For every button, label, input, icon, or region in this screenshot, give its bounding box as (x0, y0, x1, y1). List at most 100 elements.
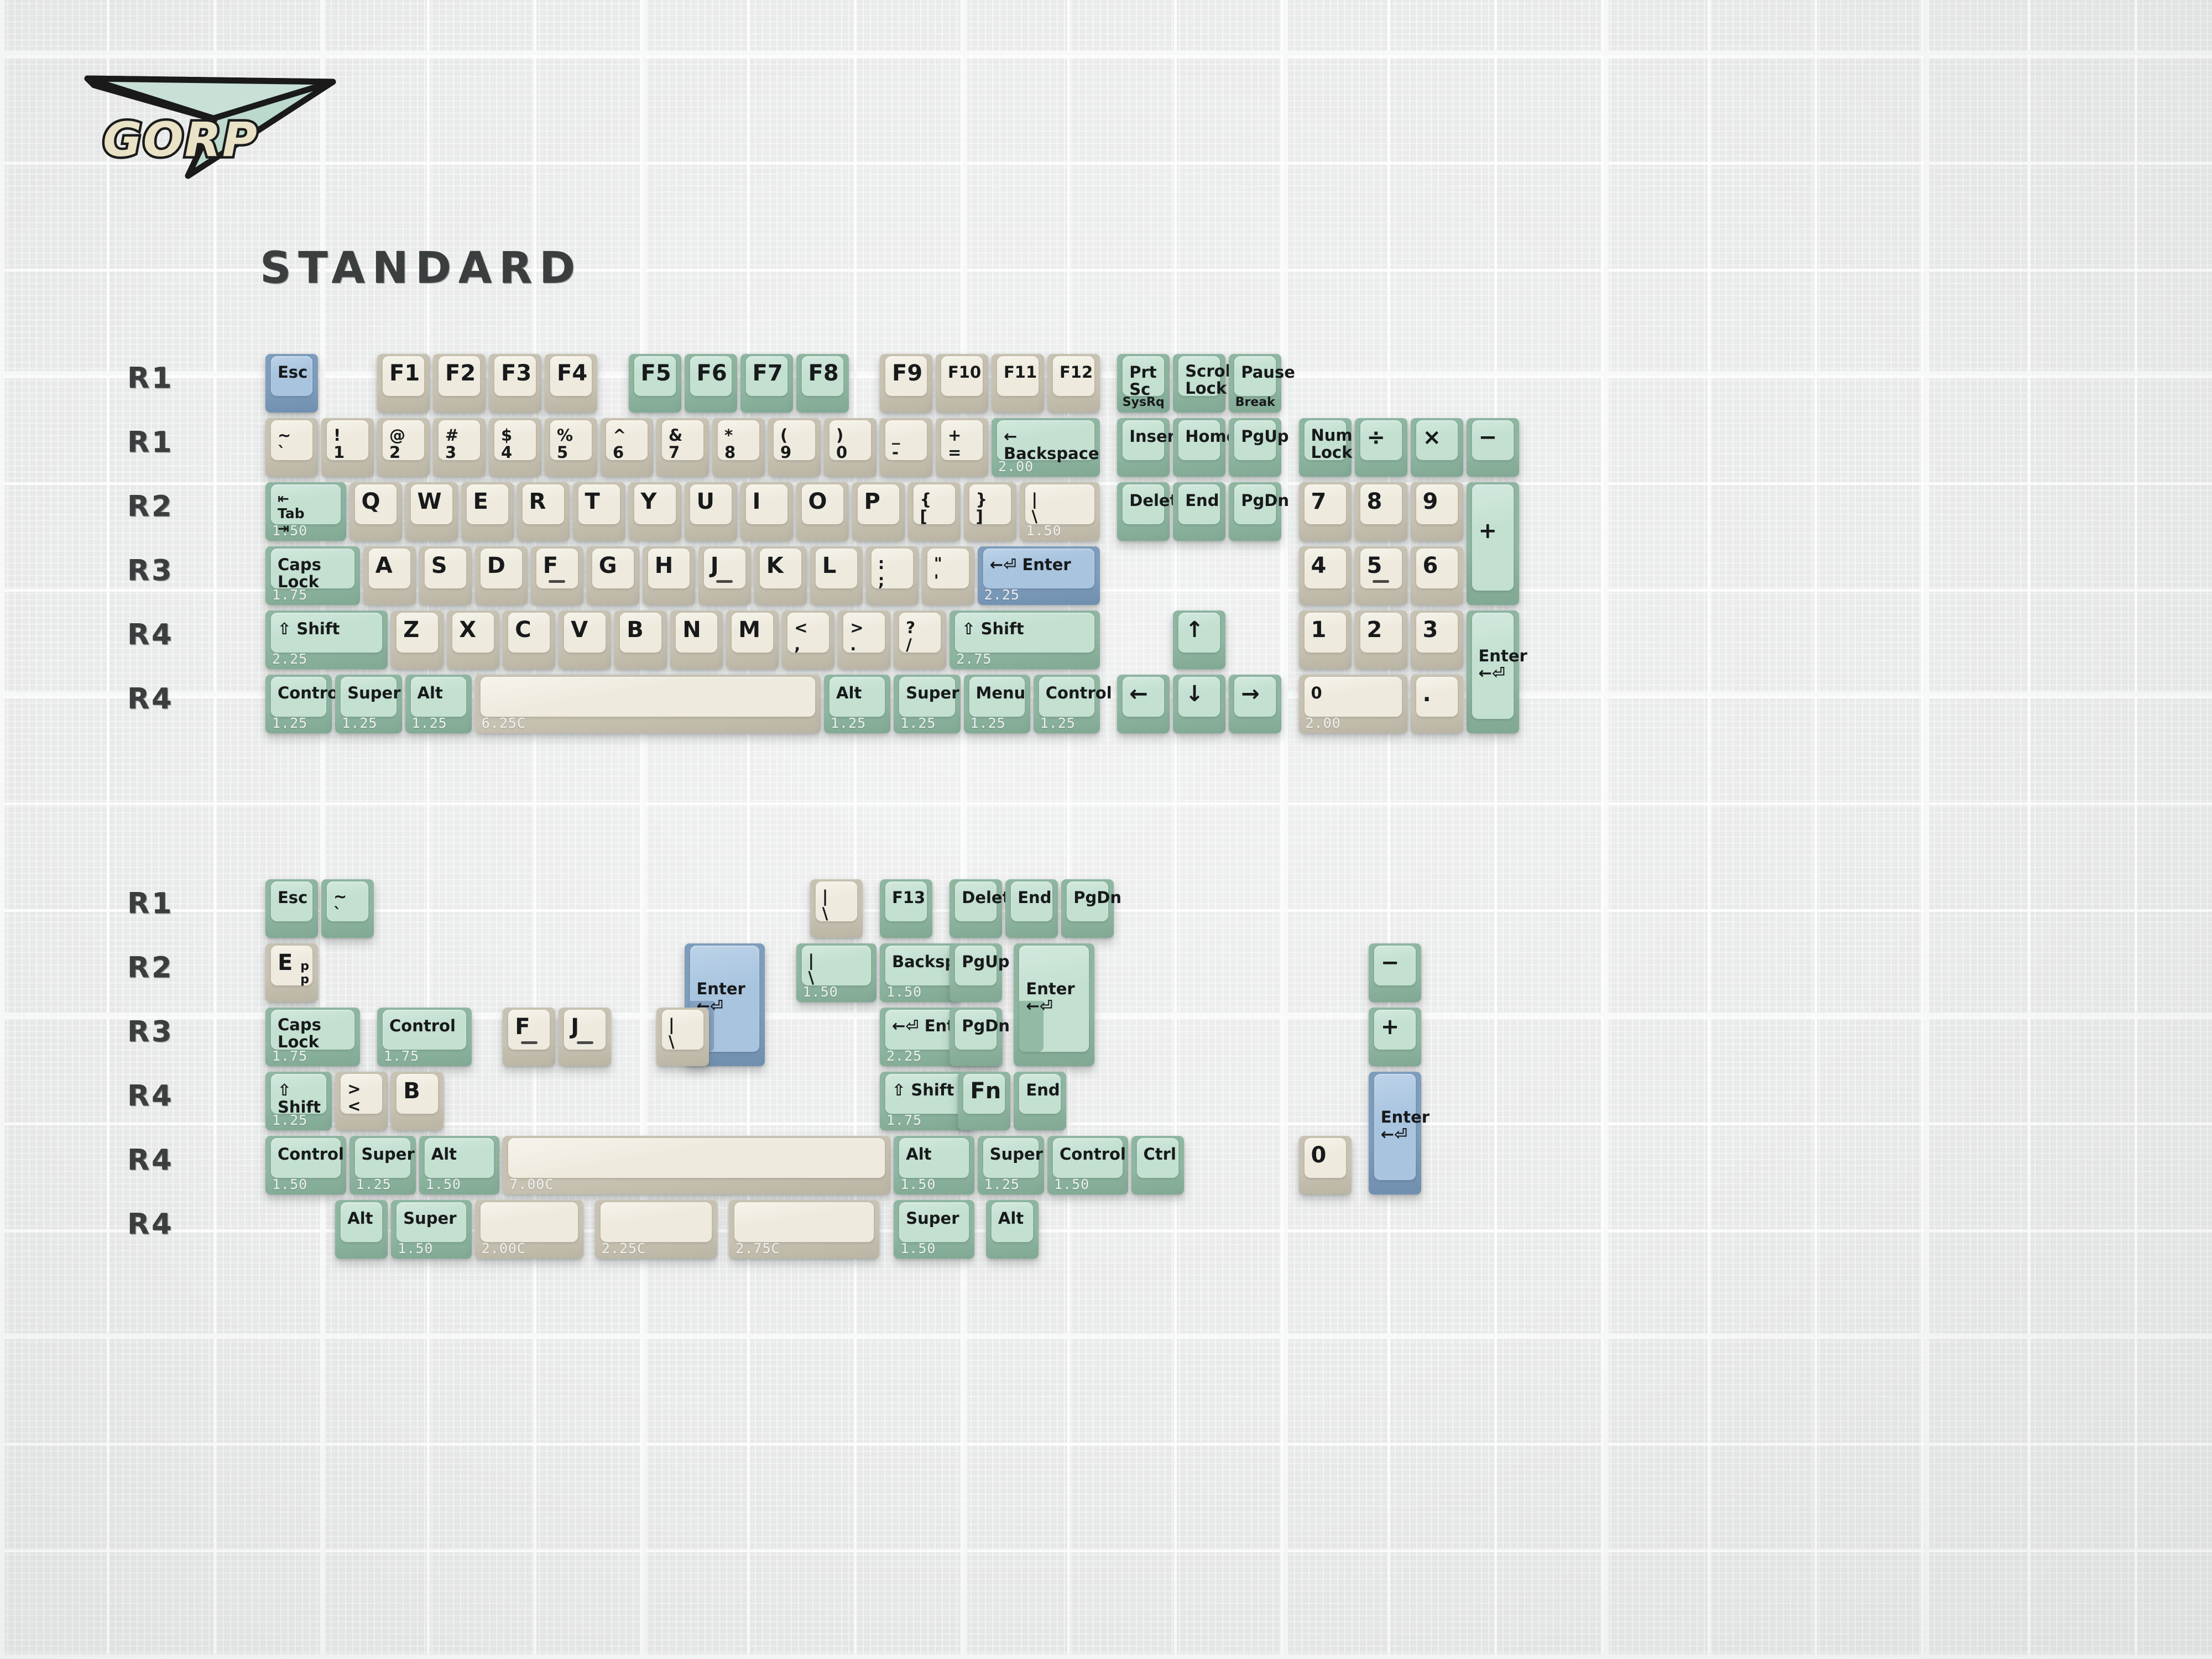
keycap[interactable]: P (852, 482, 905, 541)
keycap[interactable]: | \ (810, 879, 863, 938)
keycap[interactable]: # 3 (433, 418, 486, 477)
keycap[interactable]: Y (628, 482, 681, 541)
keycap[interactable]: × (1410, 418, 1463, 477)
keycap[interactable]: A (363, 546, 416, 605)
keycap[interactable]: I (740, 482, 793, 541)
keycap[interactable]: F1 (377, 354, 430, 413)
keycap[interactable]: − (1368, 943, 1421, 1002)
keycap[interactable]: F11 (992, 354, 1044, 413)
keycap[interactable]: ( 9 (768, 418, 821, 477)
keycap[interactable]: D (474, 546, 528, 605)
keycap[interactable]: PgDn (1229, 482, 1289, 541)
keycap[interactable]: Esc (265, 354, 318, 413)
keycap[interactable]: 4 (1298, 546, 1352, 605)
keycap[interactable]: + (1368, 1008, 1421, 1066)
keycap[interactable]: ^ 6 (601, 418, 653, 477)
keycap[interactable]: ~ ` (321, 879, 374, 938)
keycap[interactable]: & 7 (656, 418, 709, 477)
keycap[interactable]: F (503, 1008, 556, 1066)
keycap[interactable]: > . (838, 611, 891, 669)
keycap[interactable]: F (530, 546, 583, 605)
keycap[interactable]: Alt (985, 1200, 1039, 1259)
keycap[interactable]: G (586, 546, 639, 605)
keycap[interactable]: F2 (433, 354, 486, 413)
keycap[interactable]: 2.00C (474, 1200, 583, 1259)
keycap[interactable]: _ - (880, 418, 932, 477)
keycap[interactable]: ÷ (1354, 418, 1407, 477)
keycap[interactable]: 8 (1354, 482, 1407, 541)
keycap[interactable]: Enter ←⏎ (684, 943, 765, 1066)
keycap[interactable]: 6.25C (474, 675, 821, 733)
keycap[interactable]: } ] (963, 482, 1016, 541)
keycap[interactable]: B (391, 1072, 444, 1130)
keycap[interactable]: F6 (684, 354, 737, 413)
keycap[interactable]: 1 (1298, 611, 1352, 669)
keycap[interactable]: . (1410, 675, 1463, 733)
keycap[interactable]: 2.25C (594, 1200, 718, 1259)
keycap[interactable]: End (1005, 879, 1058, 938)
keycap[interactable]: R (517, 482, 570, 541)
keycap[interactable]: F7 (740, 354, 793, 413)
keycap[interactable]: Enter ←⏎ (1466, 611, 1527, 733)
keycap[interactable]: V (559, 611, 612, 669)
keycap[interactable]: | \1.50 (1019, 482, 1100, 541)
keycap[interactable]: F10 (936, 354, 988, 413)
keycap[interactable]: < , (782, 611, 835, 669)
keycap[interactable]: ← (1117, 675, 1170, 733)
keycap[interactable]: J (559, 1008, 612, 1066)
keycap[interactable]: F8 (796, 354, 849, 413)
keycap[interactable]: Scroll Lock (1173, 354, 1236, 413)
keycap[interactable]: ! 1 (321, 418, 374, 477)
keycap[interactable]: Delete (950, 879, 1021, 938)
keycap[interactable]: Home (1173, 418, 1237, 477)
keycap[interactable]: ~ ` (265, 418, 318, 477)
keycap[interactable]: Z (391, 611, 444, 669)
keycap[interactable]: Q (349, 482, 402, 541)
keycap[interactable]: : ; (865, 546, 919, 605)
keycap[interactable]: 6 (1410, 546, 1463, 605)
keycap[interactable]: Enter ←⏎ (1368, 1072, 1430, 1194)
keycap[interactable]: E (461, 482, 514, 541)
keycap[interactable]: 9 (1410, 482, 1463, 541)
keycap[interactable]: @ 2 (377, 418, 430, 477)
keycap[interactable]: B (614, 611, 667, 669)
keycap[interactable]: ? / (894, 611, 947, 669)
keycap[interactable]: PgUp (1229, 418, 1289, 477)
keycap[interactable]: Insert (1117, 418, 1183, 477)
keycap[interactable]: O (796, 482, 849, 541)
keycap[interactable]: U (684, 482, 737, 541)
keycap[interactable]: F3 (489, 354, 541, 413)
keycap[interactable]: → (1229, 675, 1282, 733)
keycap[interactable]: Fn (958, 1072, 1011, 1130)
keycap[interactable]: F4 (545, 354, 597, 413)
keycap[interactable]: N (670, 611, 723, 669)
keycap[interactable]: ) 0 (824, 418, 877, 477)
keycap[interactable]: Enter ←⏎ (1014, 943, 1094, 1066)
keycap[interactable]: " ' (921, 546, 974, 605)
keycap[interactable]: T (572, 482, 625, 541)
keycap[interactable]: PgUp (950, 943, 1010, 1002)
keycap[interactable]: > < (335, 1072, 388, 1130)
keycap[interactable]: ↓ (1173, 675, 1226, 733)
keycap[interactable]: 7 (1298, 482, 1352, 541)
keycap[interactable]: F5 (628, 354, 681, 413)
keycap[interactable]: End (1014, 1072, 1067, 1130)
keycap[interactable]: F9 (880, 354, 932, 413)
keycap[interactable]: 0 (1298, 1136, 1352, 1194)
